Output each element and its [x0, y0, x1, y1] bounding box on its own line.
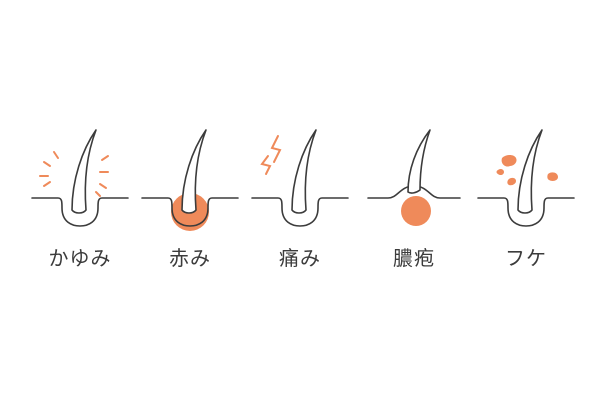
- pain-bolt-icon: [260, 135, 282, 175]
- panel-pustule: 膿疱: [362, 100, 466, 280]
- hair-strand: [71, 129, 97, 214]
- panel-itch: かゆみ: [28, 100, 132, 280]
- panel-redness: 赤み: [138, 100, 242, 280]
- panel-pain: 痛み: [248, 100, 352, 280]
- label-pustule: 膿疱: [393, 246, 435, 270]
- label-pain: 痛み: [279, 246, 321, 270]
- skin-surface-line: [477, 197, 575, 227]
- label-dandruff: フケ: [505, 246, 547, 270]
- hair-strand: [517, 129, 543, 214]
- pustule-icon: [401, 196, 431, 226]
- label-itch: かゆみ: [48, 246, 112, 270]
- label-redness: 赤み: [169, 246, 211, 270]
- skin-surface-line: [31, 197, 129, 227]
- hair-strand: [291, 129, 317, 214]
- dandruff-flakes-icon: [496, 155, 558, 186]
- hair-follicle-redness-illustration: [141, 129, 239, 231]
- hair-strand: [407, 129, 431, 194]
- hair-follicle-itch-illustration: [31, 129, 129, 227]
- panel-dandruff: フケ: [474, 100, 578, 280]
- hair-follicle-dandruff-illustration: [477, 129, 575, 227]
- hair-follicle-pustule-illustration: [367, 129, 461, 226]
- hair-strand: [181, 129, 207, 214]
- hair-follicle-pain-illustration: [251, 129, 349, 227]
- skin-surface-line: [141, 197, 239, 227]
- itch-lines-icon: [39, 151, 109, 197]
- skin-surface-line: [251, 197, 349, 227]
